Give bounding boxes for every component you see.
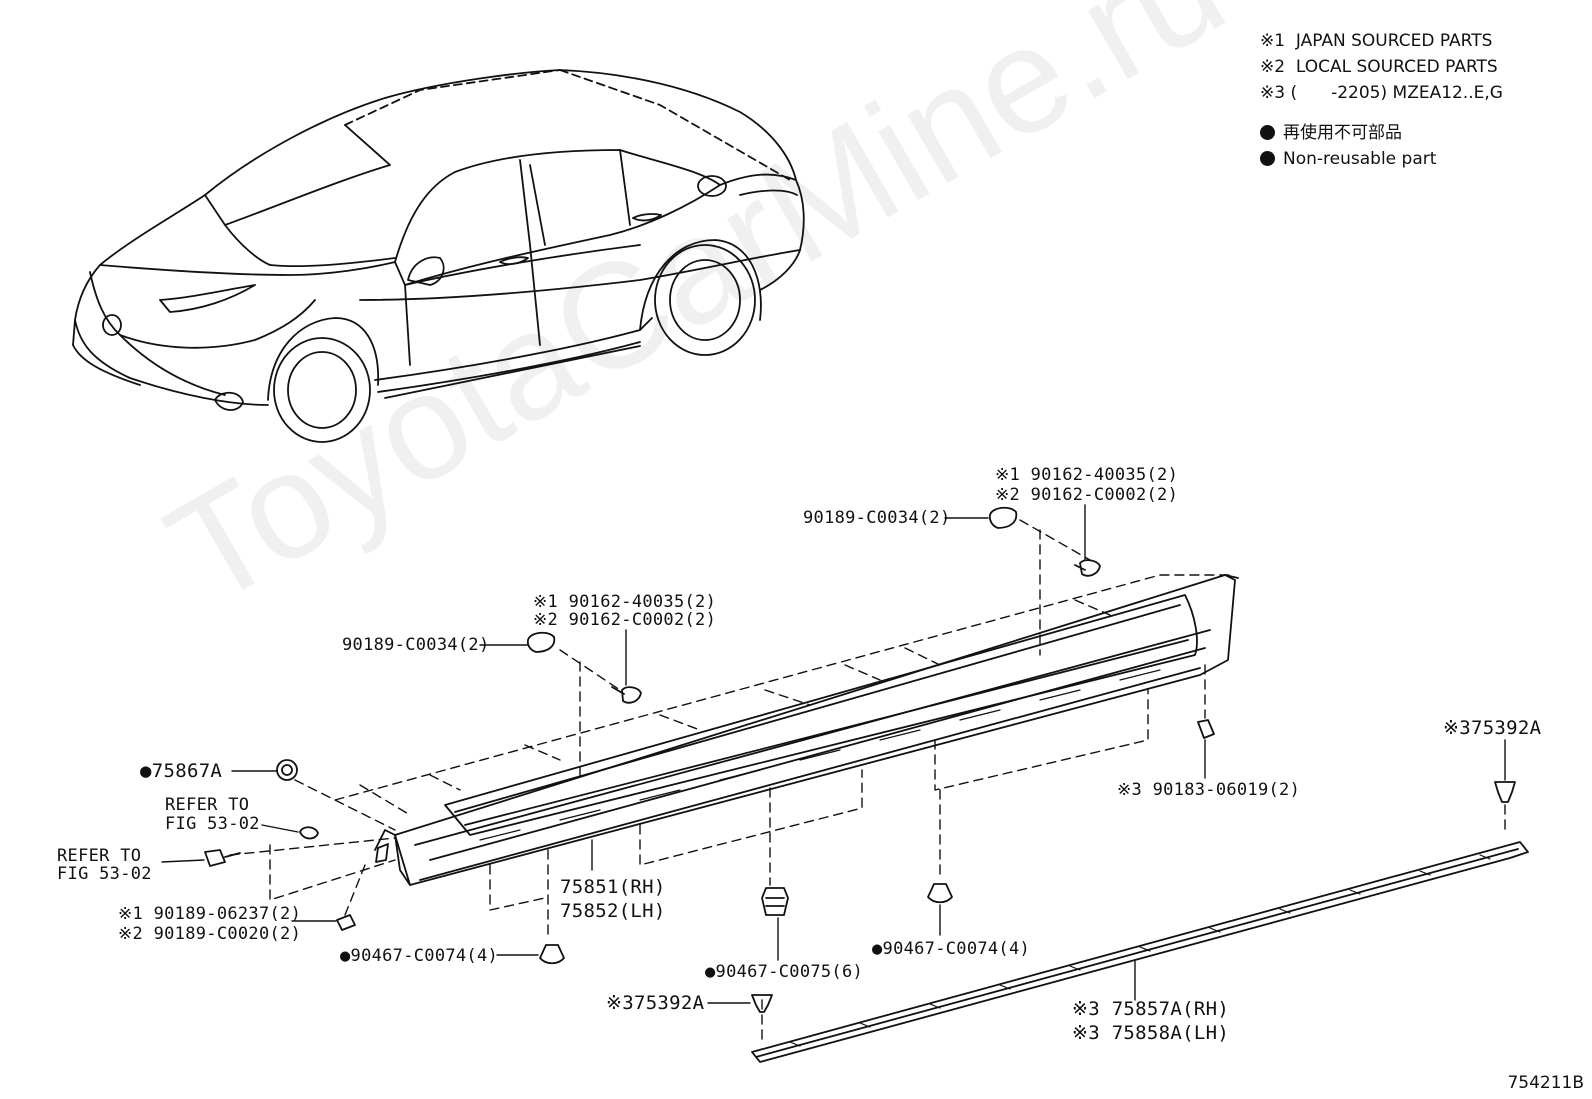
legend-nonreusable-en: Non-reusable part xyxy=(1260,146,1503,172)
figure-id: 754211B xyxy=(1507,1073,1584,1093)
part-label: ※2 90162-C0002(2) xyxy=(995,485,1179,505)
part-label: ※3 90183-06019(2) xyxy=(1117,780,1301,800)
lower-moulding-75857 xyxy=(751,841,1529,1063)
legend: ※1 JAPAN SOURCED PARTS ※2 LOCAL SOURCED … xyxy=(1260,28,1503,172)
part-label: ●90467-C0074(4) xyxy=(872,939,1031,959)
part-label: ※375392A xyxy=(606,992,705,1014)
legend-item-2: ※2 LOCAL SOURCED PARTS xyxy=(1260,57,1498,77)
bullet-icon xyxy=(1260,125,1275,140)
bullet-icon xyxy=(1260,151,1275,166)
legend-nonreusable-jp: 再使用不可部品 xyxy=(1260,120,1503,146)
part-label: ●90467-C0074(4) xyxy=(340,946,499,966)
part-label: REFER TO xyxy=(165,795,250,815)
part-label: 90189-C0034(2) xyxy=(803,508,951,528)
part-label: ※1 90162-40035(2) xyxy=(995,465,1179,485)
part-label: ●90467-C0075(6) xyxy=(705,962,864,982)
part-label: FIG 53-02 xyxy=(165,814,260,834)
legend-item-1: ※1 JAPAN SOURCED PARTS xyxy=(1260,31,1493,51)
part-label: ※1 90162-40035(2) xyxy=(533,592,717,612)
part-label: ※3 75858A(LH) xyxy=(1072,1022,1230,1044)
part-label: 75851(RH) xyxy=(560,876,666,898)
part-label: ※2 90162-C0002(2) xyxy=(533,610,717,630)
part-label: ※375392A xyxy=(1443,717,1542,739)
part-label: REFER TO xyxy=(57,846,142,866)
car-illustration xyxy=(72,69,805,443)
part-label: 75852(LH) xyxy=(560,900,666,922)
part-label: 90189-C0034(2) xyxy=(342,635,490,655)
rocker-moulding-75851 xyxy=(374,574,1239,886)
part-label: ※1 90189-06237(2) xyxy=(118,904,302,924)
label-leaders xyxy=(161,504,1506,1004)
part-label: ※2 90189-C0020(2) xyxy=(118,924,302,944)
legend-item-3: ※3 ( -2205) MZEA12..E,G xyxy=(1260,83,1503,103)
small-parts xyxy=(204,506,1516,1013)
part-label: FIG 53-02 xyxy=(57,864,152,884)
dashed-leader-lines xyxy=(229,519,1506,1046)
part-label: ※3 75857A(RH) xyxy=(1072,998,1230,1020)
part-label: ●75867A xyxy=(140,760,223,782)
